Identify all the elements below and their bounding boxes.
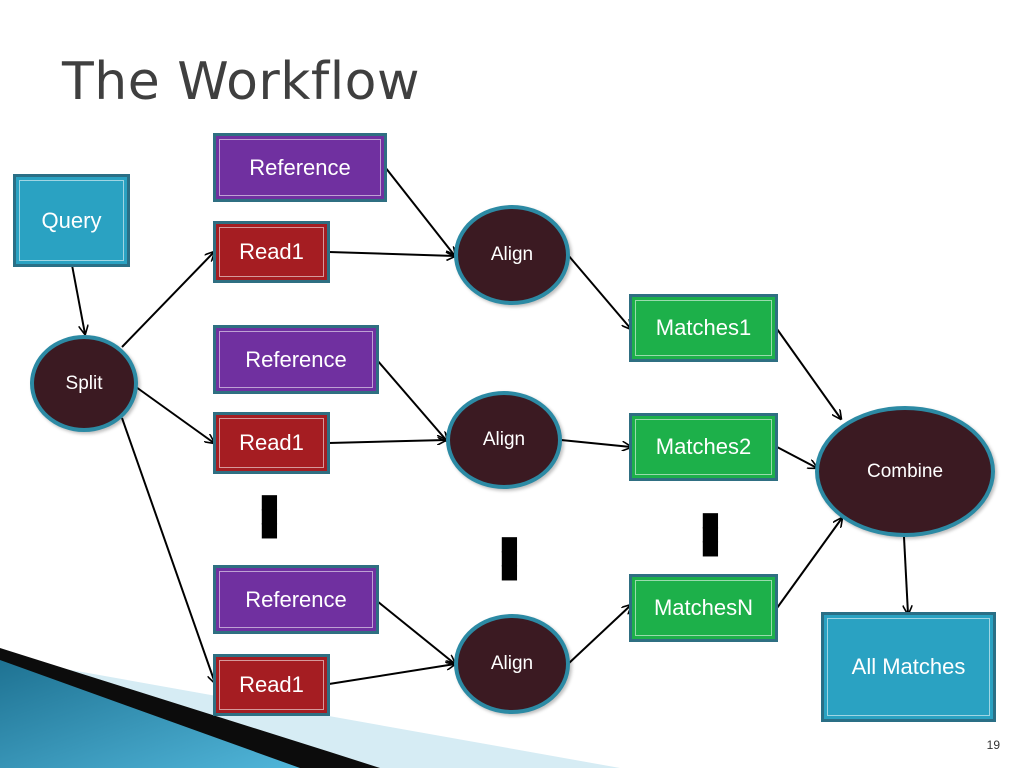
matches-label: Matches2 <box>655 434 752 459</box>
align-label: Align <box>490 653 534 674</box>
all-matches-box: All Matches <box>821 612 996 722</box>
reference-box-2: Reference <box>213 325 379 394</box>
read-label: Read1 <box>239 239 304 264</box>
matches-label: MatchesN <box>653 595 754 620</box>
matches-label: Matches1 <box>655 315 752 340</box>
read-box-3: Read1 <box>213 654 330 716</box>
matches-box-n: MatchesN <box>629 574 778 642</box>
align-node-1: Align <box>454 205 570 305</box>
all-matches-label: All Matches <box>851 654 966 679</box>
combine-label: Combine <box>866 460 944 482</box>
read-label: Read1 <box>239 430 304 455</box>
matches-box-2: Matches2 <box>629 413 778 481</box>
align-node-2: Align <box>446 391 562 489</box>
reference-box-3: Reference <box>213 565 379 634</box>
page-title: The Workflow <box>62 52 421 112</box>
vertical-ellipsis-icon: ■■■ <box>260 489 279 541</box>
split-node: Split <box>30 335 138 432</box>
read-box-2: Read1 <box>213 412 330 474</box>
split-label: Split <box>65 372 103 394</box>
query-box: Query <box>13 174 130 267</box>
vertical-ellipsis-icon: ■■■ <box>701 507 720 559</box>
vertical-ellipsis-icon: ■■■ <box>500 531 519 583</box>
reference-label: Reference <box>245 346 347 372</box>
align-label: Align <box>482 429 526 450</box>
reference-box-1: Reference <box>213 133 387 202</box>
combine-node: Combine <box>815 406 995 537</box>
reference-label: Reference <box>245 586 347 612</box>
matches-box-1: Matches1 <box>629 294 778 362</box>
align-node-3: Align <box>454 614 570 714</box>
query-label: Query <box>41 207 102 233</box>
read-box-1: Read1 <box>213 221 330 283</box>
page-number: 19 <box>986 738 1000 752</box>
read-label: Read1 <box>239 672 304 697</box>
align-label: Align <box>490 244 534 265</box>
reference-label: Reference <box>249 154 351 180</box>
